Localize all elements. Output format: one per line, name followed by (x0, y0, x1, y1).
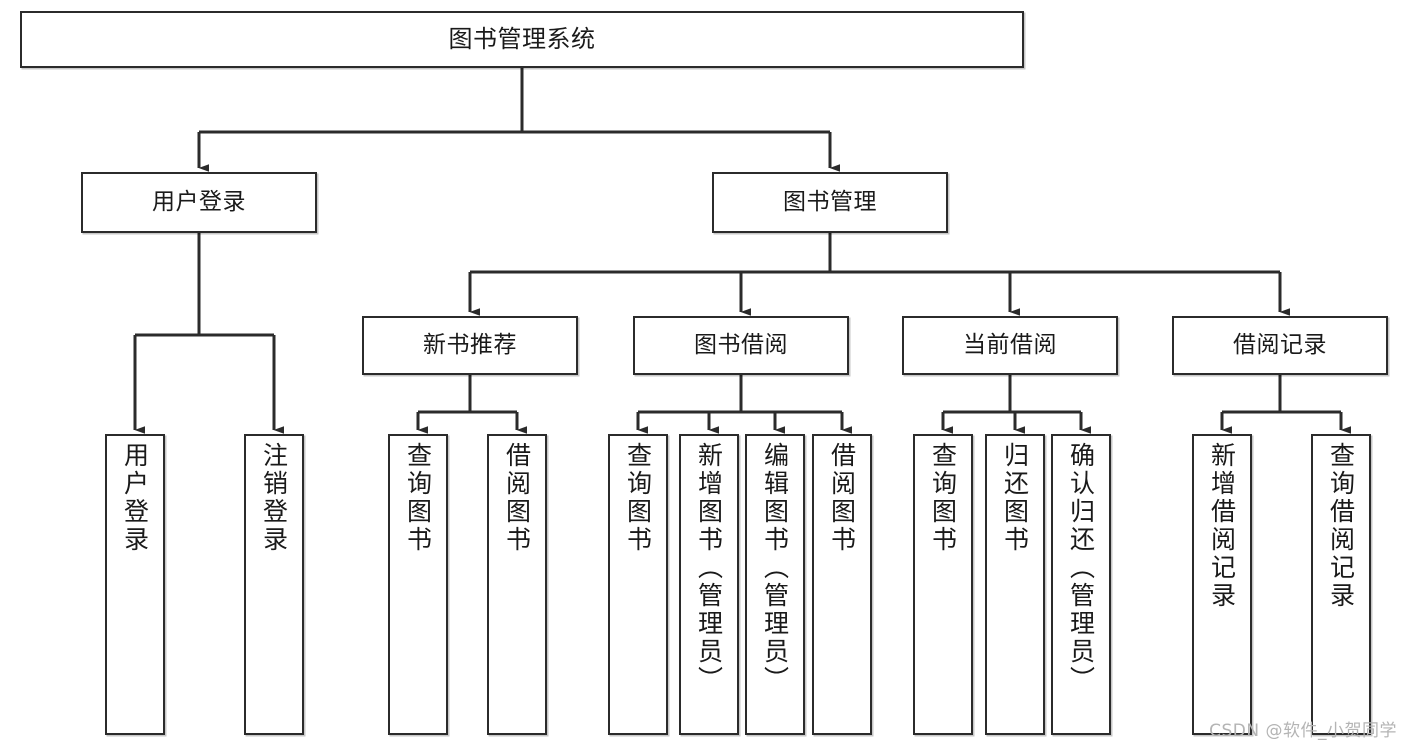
leaf-record-add-record[interactable]: 新增借阅记录 (1192, 434, 1252, 735)
node-label: 新书推荐 (423, 331, 517, 358)
node-label: 用户登录 (152, 188, 246, 215)
leaf-borrow-add-book-admin[interactable]: 新增图书（管理员） (679, 434, 739, 735)
leaf-record-query-record[interactable]: 查询借阅记录 (1311, 434, 1371, 735)
node-label: 当前借阅 (963, 331, 1057, 358)
node-label: 借阅图书 (827, 442, 857, 554)
leaf-borrow-borrow-book[interactable]: 借阅图书 (812, 434, 872, 735)
node-label: 新增图书（管理员） (694, 442, 724, 694)
node-label: 查询图书 (623, 442, 653, 554)
node-label: 借阅记录 (1233, 331, 1327, 358)
watermark-text: CSDN @软件_小贺同学 (1209, 721, 1397, 741)
node-label: 查询借阅记录 (1326, 442, 1356, 610)
node-label: 编辑图书（管理员） (760, 442, 790, 694)
node-book-management[interactable]: 图书管理 (712, 172, 948, 233)
node-label: 查询图书 (928, 442, 958, 554)
leaf-borrow-query-book[interactable]: 查询图书 (608, 434, 668, 735)
node-label: 用户登录 (120, 442, 150, 554)
node-new-book-recommend[interactable]: 新书推荐 (362, 316, 578, 375)
leaf-borrow-edit-book-admin[interactable]: 编辑图书（管理员） (745, 434, 805, 735)
leaf-user-logout[interactable]: 注销登录 (244, 434, 304, 735)
node-label: 归还图书 (1000, 442, 1030, 554)
node-label: 查询图书 (403, 442, 433, 554)
leaf-current-return-book[interactable]: 归还图书 (985, 434, 1045, 735)
node-book-borrow[interactable]: 图书借阅 (633, 316, 849, 375)
node-label: 图书借阅 (694, 331, 788, 358)
node-user-login[interactable]: 用户登录 (81, 172, 317, 233)
leaf-newrec-query-book[interactable]: 查询图书 (388, 434, 448, 735)
leaf-newrec-borrow-book[interactable]: 借阅图书 (487, 434, 547, 735)
node-label: 图书管理 (783, 188, 877, 215)
node-borrow-record[interactable]: 借阅记录 (1172, 316, 1388, 375)
node-label: 借阅图书 (502, 442, 532, 554)
leaf-current-query-book[interactable]: 查询图书 (913, 434, 973, 735)
node-label: 确认归还（管理员） (1066, 442, 1096, 694)
node-label: 新增借阅记录 (1207, 442, 1237, 610)
leaf-current-confirm-return-admin[interactable]: 确认归还（管理员） (1051, 434, 1111, 735)
node-label: 注销登录 (259, 442, 289, 554)
node-root-system[interactable]: 图书管理系统 (20, 11, 1024, 68)
node-label: 图书管理系统 (448, 25, 596, 54)
leaf-user-login[interactable]: 用户登录 (105, 434, 165, 735)
node-current-borrow[interactable]: 当前借阅 (902, 316, 1118, 375)
